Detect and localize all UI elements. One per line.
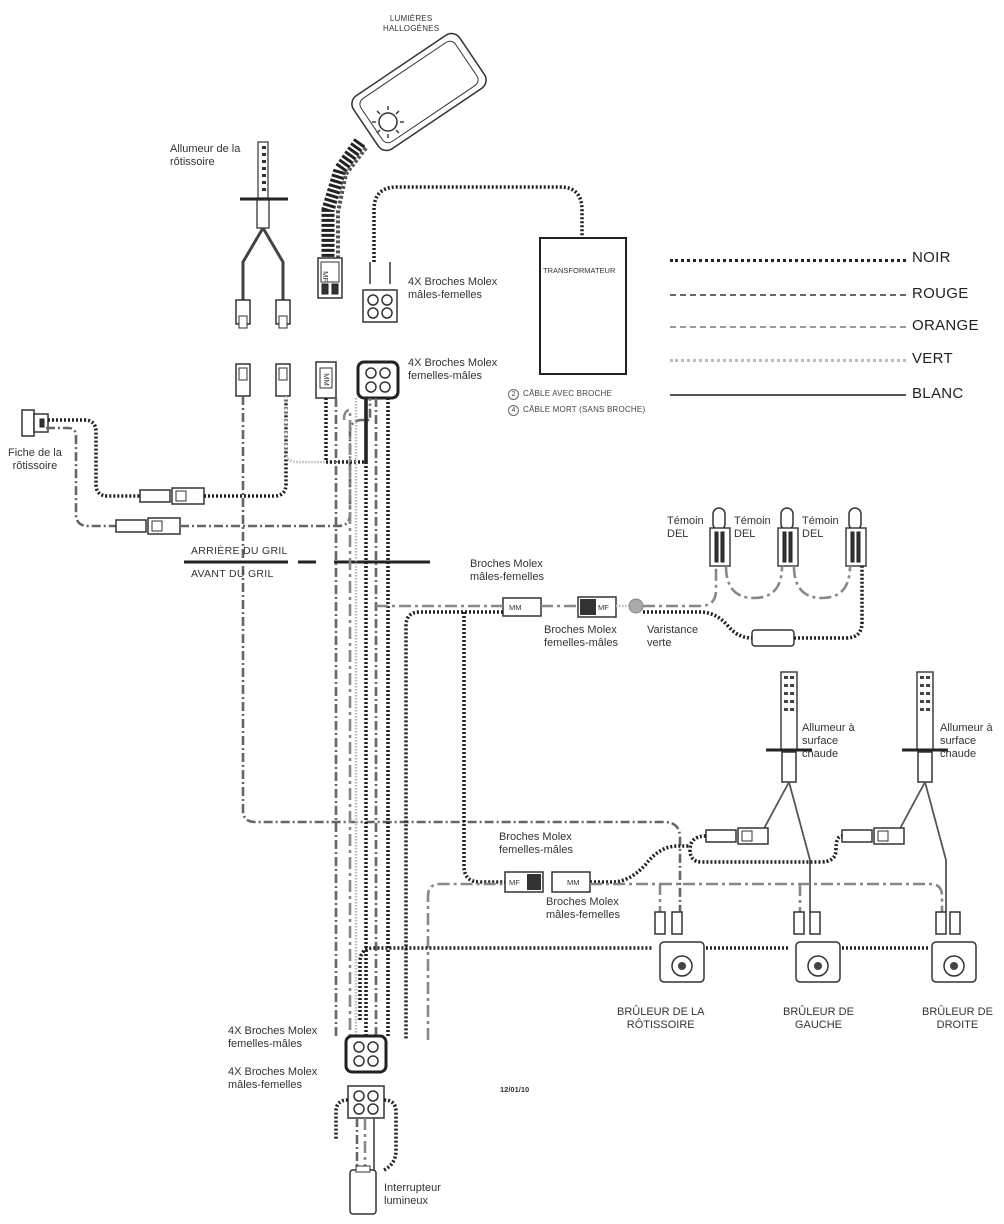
wire-igniter1-b bbox=[788, 781, 811, 912]
molex-mf-mid bbox=[577, 596, 617, 618]
burner-rotisserie-part bbox=[654, 911, 705, 983]
wire-igniter2-b bbox=[924, 781, 947, 912]
rotisserie-igniter-label: Allumeur de la rôtissoire bbox=[170, 143, 241, 168]
varistor-label: Varistance verte bbox=[647, 624, 699, 649]
led-group bbox=[709, 507, 867, 567]
wire-mm-black bbox=[404, 610, 503, 1040]
molex-mf-low-label: Broches Molex mâles-femelles bbox=[546, 896, 620, 921]
wire-plug-red-cont bbox=[180, 398, 372, 528]
molex-4x-bottom-mf bbox=[347, 1085, 385, 1119]
legend-line-red bbox=[670, 294, 906, 296]
legend-line-green bbox=[670, 359, 906, 362]
molex-mf-low bbox=[504, 871, 544, 893]
wire-plug-black bbox=[48, 418, 140, 498]
rotisserie-igniter-part bbox=[235, 141, 291, 329]
molex-4x-upper-fm-label: 4X Broches Molex femelles-mâles bbox=[408, 357, 498, 382]
green-varistor bbox=[628, 598, 644, 614]
burner-right-part bbox=[931, 911, 977, 983]
molex-4x-bottom-mf-label: 4X Broches Molex mâles-femelles bbox=[228, 1066, 318, 1091]
wire-terminal-left-red bbox=[241, 396, 682, 912]
legend-label-green: VERT bbox=[912, 350, 953, 367]
molex-4x-bottom-fm bbox=[344, 1034, 388, 1074]
molex-4x-bottom-fm-label: 4X Broches Molex femelles-mâles bbox=[228, 1025, 318, 1050]
rotisserie-plug-label: Fiche de la rôtissoire bbox=[8, 447, 62, 472]
legend-line-black bbox=[670, 259, 906, 262]
wire-mm-to-igniter bbox=[590, 844, 690, 884]
burner-right-label: BRÛLEUR DE DROITE bbox=[922, 1006, 993, 1031]
molex-4x-top-mf-label: 4X Broches Molex mâles-femelles bbox=[408, 276, 498, 301]
led-3-label: Témoin DEL bbox=[802, 515, 839, 540]
hot-igniter-1-part bbox=[766, 671, 812, 783]
legend-label-red: ROUGE bbox=[912, 285, 969, 302]
inline-connector-2 bbox=[115, 517, 181, 535]
burner-left-label: BRÛLEUR DE GAUCHE bbox=[783, 1006, 854, 1031]
wire-plug-black-cont bbox=[204, 396, 288, 498]
light-switch-part bbox=[349, 1165, 377, 1215]
inline-connector-1 bbox=[139, 487, 205, 505]
hot-igniter-2-part bbox=[902, 671, 948, 783]
wire-terminal-green bbox=[284, 396, 330, 464]
igniter-inline-connectors bbox=[705, 827, 905, 845]
mm-mark-mid: MM bbox=[509, 603, 522, 612]
wire-igniter1-a bbox=[759, 781, 790, 837]
resistor bbox=[751, 629, 795, 647]
mf-mark-mid: MF bbox=[598, 603, 609, 612]
wire-led-return-black bbox=[643, 610, 753, 640]
led-2-label: Témoin DEL bbox=[734, 515, 771, 540]
legend-label-black: NOIR bbox=[912, 249, 951, 266]
wire-switch-black bbox=[383, 1098, 398, 1172]
legend-line-white bbox=[670, 394, 906, 396]
wire-burner-return bbox=[358, 946, 930, 1020]
light-switch-label: Interrupteur lumineux bbox=[384, 1182, 441, 1207]
wire-trunk-to-mf-low bbox=[462, 612, 505, 884]
mf-mark-top: MF bbox=[320, 271, 330, 282]
burner-left-part bbox=[793, 911, 841, 983]
led-1-label: Témoin DEL bbox=[667, 515, 704, 540]
wire-igniter-loop bbox=[688, 834, 843, 864]
wire-4x-top-white bbox=[369, 262, 391, 284]
grill-rear-label: ARRIÈRE DU GRIL bbox=[191, 545, 288, 557]
molex-4x-upper-fm bbox=[356, 360, 400, 400]
hot-igniter-2-label: Allumeur à surface chaude bbox=[940, 722, 993, 760]
mm-mark-low: MM bbox=[567, 878, 580, 887]
date-label: 12/01/10 bbox=[500, 1085, 530, 1094]
molex-fm-mid-label: Broches Molex femelles-mâles bbox=[544, 624, 618, 649]
burner-rotisserie-label: BRÛLEUR DE LA RÔTISSOIRE bbox=[617, 1006, 705, 1031]
wire-igniter2-a bbox=[895, 781, 926, 837]
molex-mf-mid-label: Broches Molex mâles-femelles bbox=[470, 558, 544, 583]
grill-front-label: AVANT DU GRIL bbox=[191, 568, 274, 580]
transformer-box bbox=[539, 237, 627, 375]
wire-plug-red bbox=[46, 426, 116, 528]
wire-burner-feed bbox=[426, 882, 944, 1040]
wire-light-to-transformer bbox=[372, 185, 584, 262]
rotisserie-plug-part bbox=[21, 409, 49, 437]
wire-led-chain-orange bbox=[724, 565, 852, 600]
halogen-lights-label: LUMIÈRES HALLOGÈNES bbox=[383, 14, 440, 33]
legend-label-white: BLANC bbox=[912, 385, 964, 402]
halogen-light-fixture bbox=[317, 32, 487, 299]
legend-line-orange bbox=[670, 326, 906, 328]
wire-terminals-black-a bbox=[324, 398, 368, 464]
mf-mark-low: MF bbox=[509, 878, 520, 887]
main-trunk bbox=[334, 398, 390, 1036]
wire-resistor-to-led3 bbox=[794, 566, 864, 640]
terminal-row bbox=[235, 361, 337, 399]
mm-mark-upper: MM bbox=[321, 373, 331, 386]
transformer-label: TRANSFORMATEUR bbox=[543, 266, 616, 275]
molex-4x-top-mf bbox=[362, 289, 398, 323]
molex-fm-low-label: Broches Molex femelles-mâles bbox=[499, 831, 573, 856]
wire-switch-black-2 bbox=[334, 1098, 349, 1140]
hot-igniter-1-label: Allumeur à surface chaude bbox=[802, 722, 855, 760]
wire-varistor-to-leds bbox=[643, 566, 718, 608]
legend-label-orange: ORANGE bbox=[912, 317, 979, 334]
